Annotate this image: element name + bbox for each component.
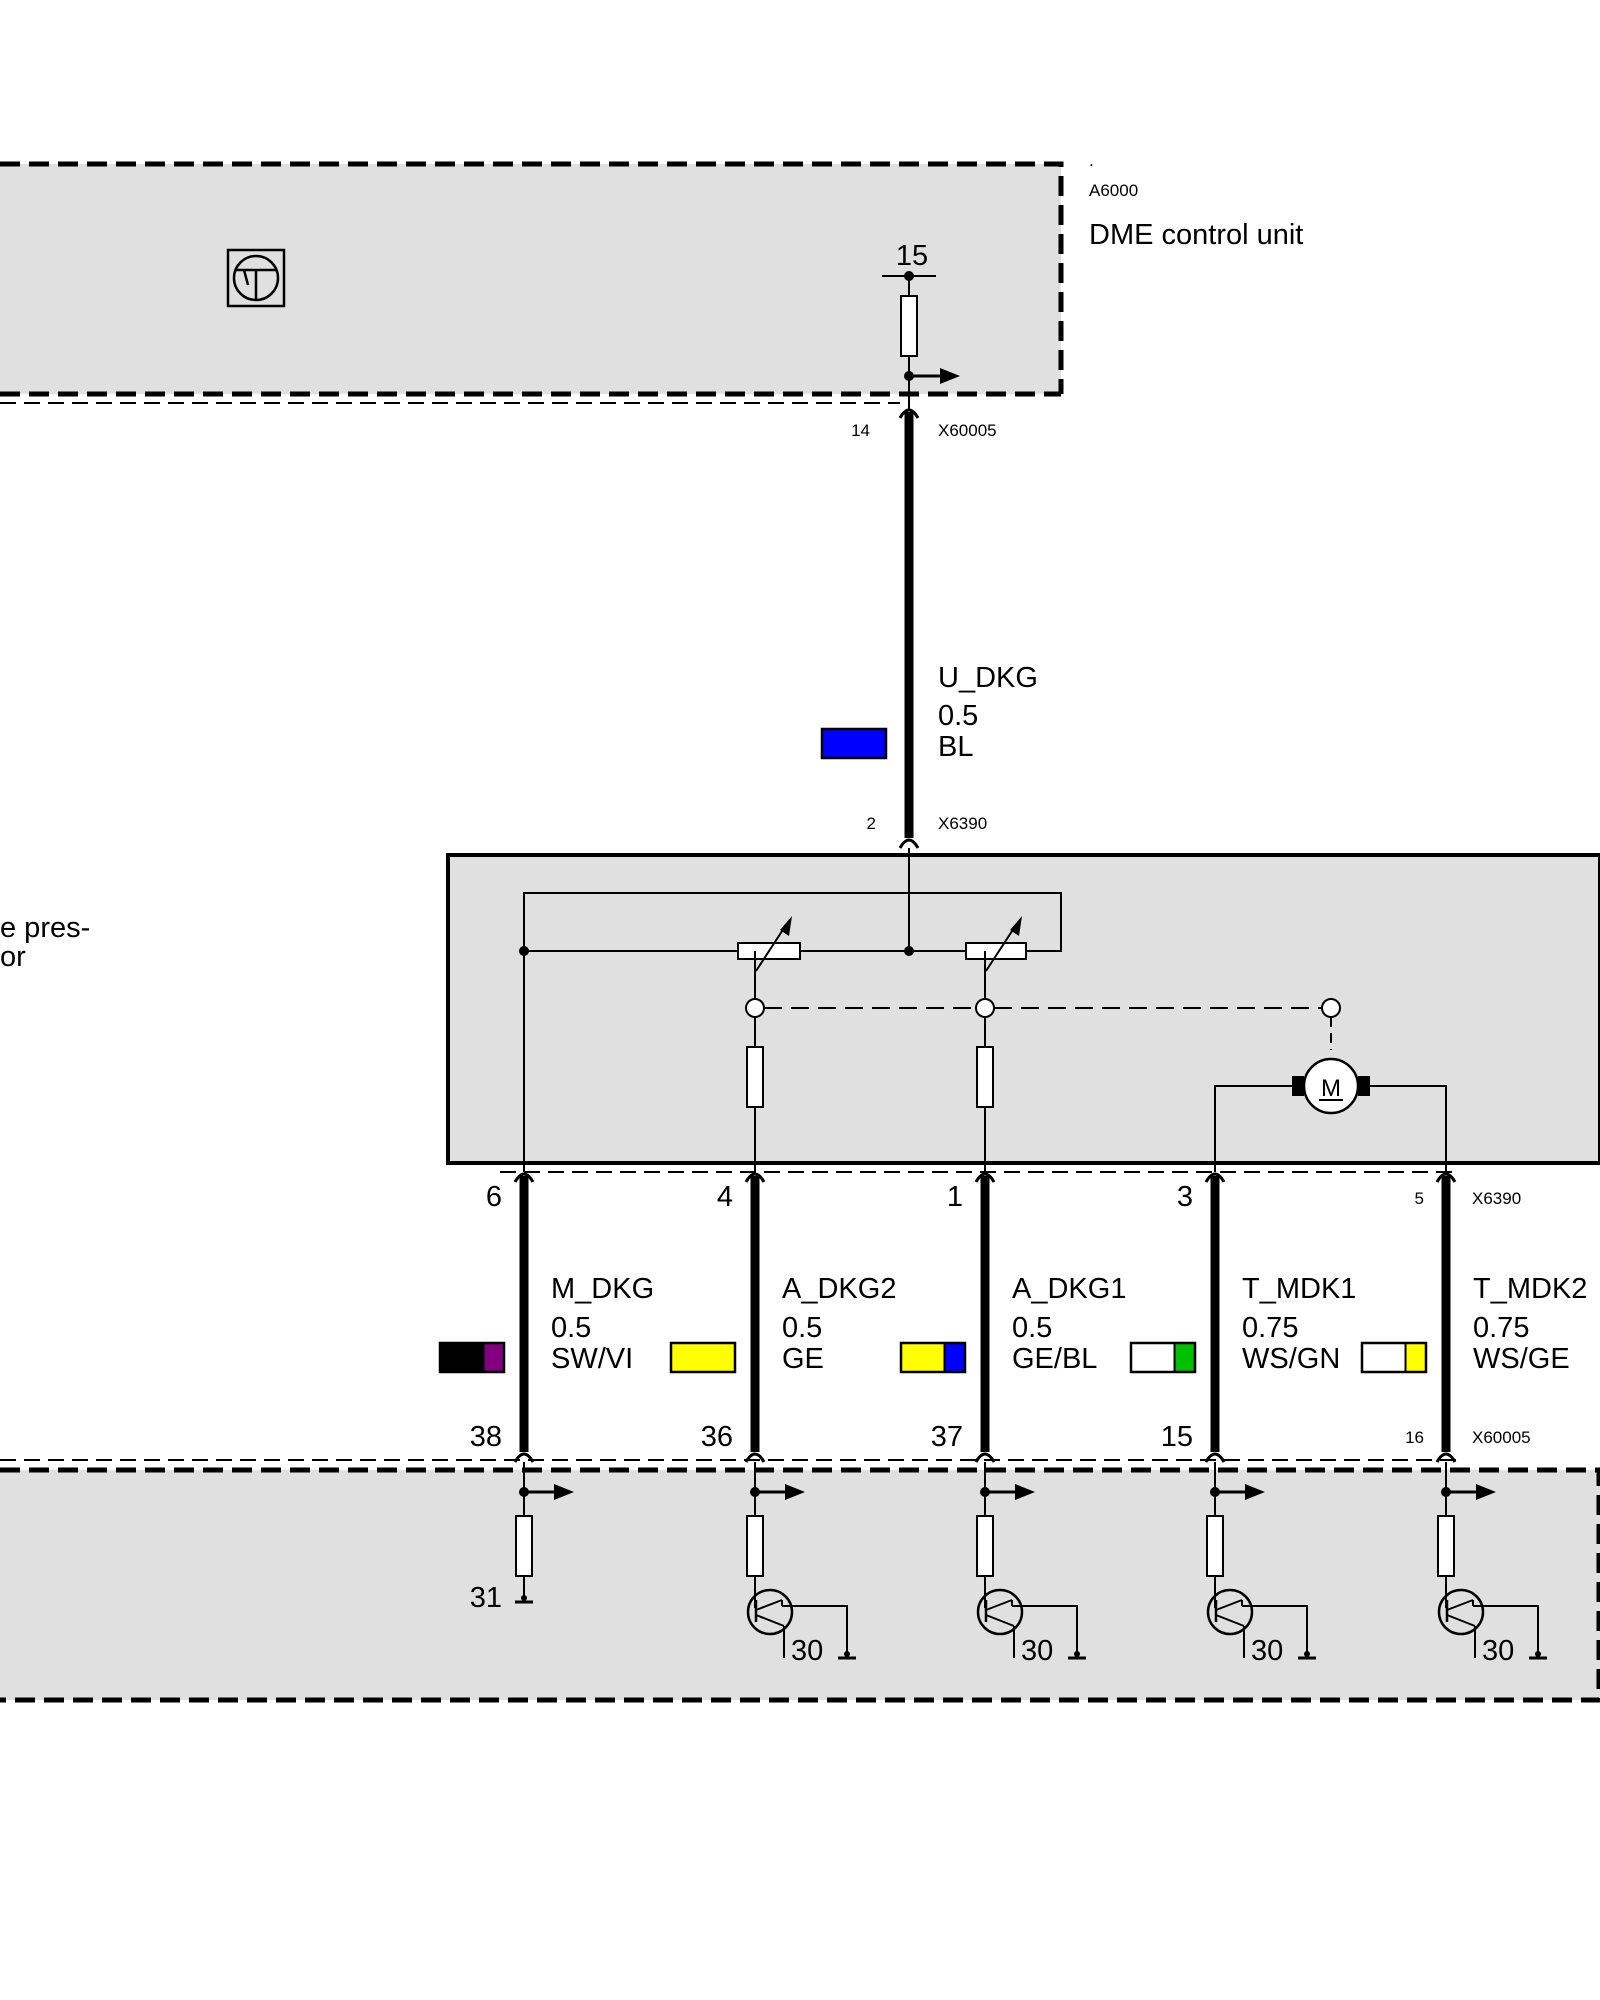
supply-terminal-30: 30 — [791, 1635, 823, 1667]
transistor-icon — [1206, 1588, 1254, 1636]
dme-control-unit-bottom-box — [0, 1459, 1600, 1703]
wire-harness: 638M_DKG0.5SW/VI31436A_DKG20.5GE30137A_D… — [438, 1172, 1587, 1667]
dme-connector-x60005-bottom: X60005 — [1472, 1428, 1531, 1447]
wire-color-swatch — [1129, 1341, 1197, 1374]
dme-pin-14: 14 — [851, 421, 870, 440]
wire-color-code: WS/GN — [1242, 1343, 1340, 1375]
sensor-actuator-box — [446, 853, 1600, 1173]
sensor-pin-1: 1 — [947, 1181, 963, 1213]
supply-terminal-30: 30 — [1251, 1635, 1283, 1667]
dme-pin-36: 36 — [701, 1421, 733, 1453]
wire-u-dkg-swatch-fill — [820, 727, 888, 760]
dme-input-circuit: 31 — [470, 1462, 574, 1614]
wire-color-swatch — [899, 1341, 967, 1374]
dme-input-circuit: 30 — [976, 1462, 1086, 1667]
dme-input-circuit: 30 — [1437, 1462, 1547, 1667]
dme-input-circuit: 30 — [746, 1462, 856, 1667]
wire-size: 0.5 — [782, 1312, 822, 1344]
dme-pin-15: 15 — [1161, 1421, 1193, 1453]
wire-signal-name: A_DKG2 — [782, 1273, 896, 1305]
wire-u-dkg-color-code: BL — [938, 731, 973, 763]
dme-pin-38: 38 — [470, 1421, 502, 1453]
transistor-icon — [746, 1588, 794, 1636]
arrow-right-icon — [1015, 1484, 1035, 1500]
wire-size: 0.5 — [551, 1312, 591, 1344]
wire-size: 0.75 — [1242, 1312, 1298, 1344]
wiper-outputs — [745, 951, 1341, 1172]
wire-m-dkg: 6 38 M_DKG 0.5SW/VI 31 — [438, 1172, 654, 1614]
wire-signal-name: M_DKG — [551, 1273, 654, 1305]
wire-u-dkg-signal: U_DKG — [938, 662, 1038, 694]
dme-terminal-15-circuit: 15 — [882, 240, 960, 410]
dme-control-unit-top-box — [0, 161, 1064, 404]
potentiometer-circuit — [523, 848, 1062, 1172]
arrow-right-icon — [1245, 1484, 1265, 1500]
sensor-pin-3: 3 — [1177, 1181, 1193, 1213]
transistor-icon — [1437, 1588, 1485, 1636]
potentiometer-wiper-arrows — [780, 916, 1022, 936]
control-unit-symbol-icon — [226, 248, 286, 308]
transistor-icon — [976, 1588, 1024, 1636]
dme-connector-x60005-top: X60005 — [938, 421, 997, 440]
wire-signal-name: T_MDK1 — [1242, 1273, 1356, 1305]
wire-signal-name: A_DKG1 — [1012, 1273, 1126, 1305]
motor-icon: M — [1214, 1057, 1447, 1172]
sensor-connector-x6390-top: X6390 — [938, 814, 987, 833]
wire-color-swatch — [669, 1341, 737, 1374]
terminal-15-label: 15 — [896, 240, 928, 272]
dme-dot: . — [1089, 151, 1094, 170]
arrow-right-icon — [785, 1484, 805, 1500]
sensor-pin-5: 5 — [1415, 1189, 1424, 1208]
wire-signal-name: T_MDK2 — [1473, 1273, 1587, 1305]
arrow-right-icon — [1476, 1484, 1496, 1500]
arrow-right-icon — [940, 368, 960, 384]
sensor-pin-6: 6 — [486, 1181, 502, 1213]
sensor-connector-x6390-bottom: X6390 — [1472, 1189, 1521, 1208]
svg-text:M: M — [1321, 1075, 1341, 1102]
dme-label: . A6000 DME control unit — [1089, 151, 1303, 251]
sensor-pin-2: 2 — [867, 814, 876, 833]
sensor-label-line2: or — [0, 941, 26, 973]
wire-color-swatch — [438, 1341, 506, 1374]
junction-dots — [519, 946, 914, 956]
supply-terminal-30: 30 — [1482, 1635, 1514, 1667]
wire-color-code: SW/VI — [551, 1343, 633, 1375]
supply-terminal-30: 30 — [1021, 1635, 1053, 1667]
dme-input-circuit: 30 — [1206, 1462, 1316, 1667]
sensor-pin-4: 4 — [717, 1181, 733, 1213]
wire-u-dkg — [898, 408, 920, 849]
dme-pin-16: 16 — [1405, 1428, 1424, 1447]
wire-color-code: WS/GE — [1473, 1343, 1570, 1375]
dme-name: DME control unit — [1089, 219, 1303, 251]
wire-color-code: GE/BL — [1012, 1343, 1097, 1375]
dme-id: A6000 — [1089, 181, 1138, 200]
ground-terminal-31: 31 — [470, 1582, 502, 1614]
wire-size: 0.5 — [1012, 1312, 1052, 1344]
wire-size: 0.75 — [1473, 1312, 1529, 1344]
wire-u-dkg-size: 0.5 — [938, 700, 978, 732]
wire-a-dkg1: 1 37 A_DKG1 0.5GE/BL 30 — [899, 1172, 1126, 1667]
wire-a-dkg2: 4 36 A_DKG2 0.5GE 30 — [669, 1172, 896, 1667]
wire-u-dkg-color-swatch — [820, 727, 888, 760]
wire-color-code: GE — [782, 1343, 824, 1375]
arrow-right-icon — [554, 1484, 574, 1500]
sensor-label-line1: e pres- — [0, 912, 90, 944]
wire-color-swatch — [1360, 1341, 1428, 1374]
dme-pin-37: 37 — [931, 1421, 963, 1453]
